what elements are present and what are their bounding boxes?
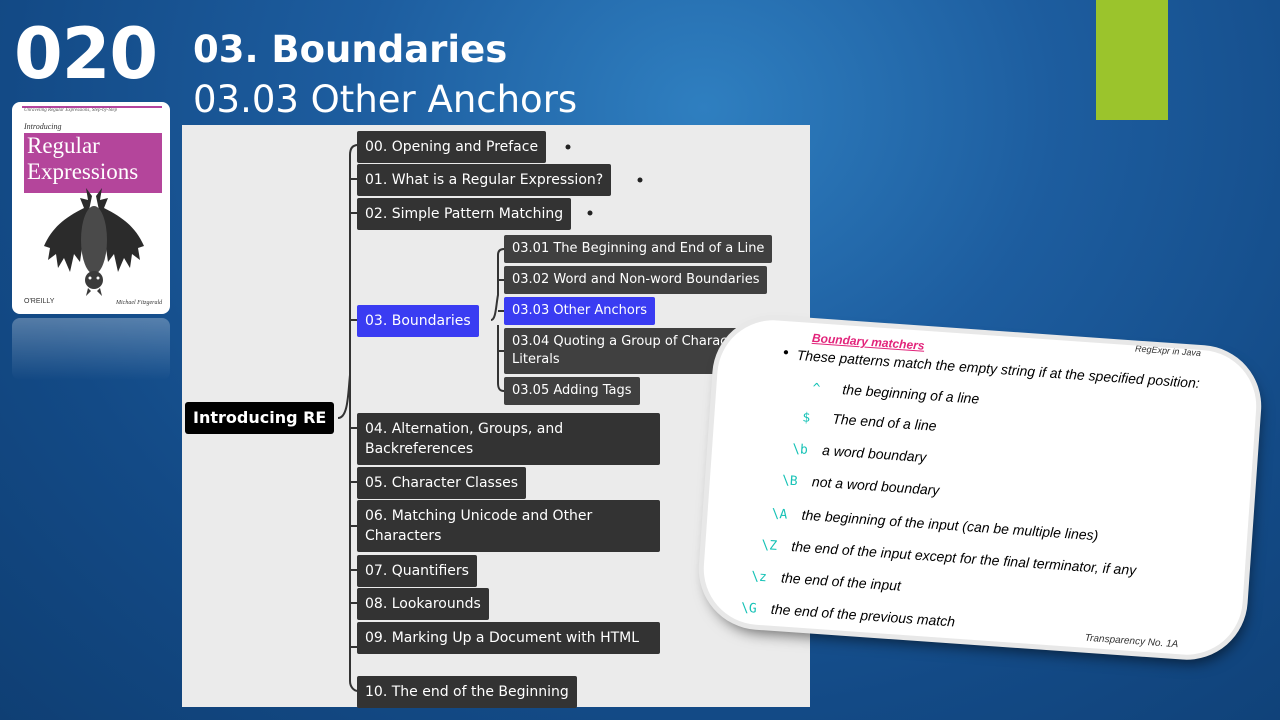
mindmap-root-node[interactable]: Introducing RE <box>185 402 335 434</box>
matcher-row: \b a word boundary <box>792 440 927 466</box>
chapter-00-node[interactable]: 00. Opening and Preface <box>357 131 547 163</box>
matcher-symbol: ^ <box>811 381 821 397</box>
chapter-08-node[interactable]: 08. Lookarounds <box>357 588 489 620</box>
matcher-desc: not a word boundary <box>811 473 940 499</box>
green-accent-bar <box>1096 0 1168 120</box>
chapter-05-node[interactable]: 05. Character Classes <box>357 467 527 499</box>
mind-map: Introducing RE 00. Opening and Preface 0… <box>182 125 810 708</box>
matcher-symbol: \b <box>791 441 809 458</box>
matcher-desc: the beginning of a line <box>841 381 980 407</box>
slide-subtitle: 03.03 Other Anchors <box>193 78 578 121</box>
slide-title: 03. Boundaries <box>193 28 508 71</box>
card-footer: Transparency No. 1A <box>1084 632 1179 651</box>
matcher-row: \z the end of the input <box>751 567 902 594</box>
cover-rule <box>22 106 162 108</box>
chapter-02-node[interactable]: 02. Simple Pattern Matching <box>357 198 572 230</box>
matcher-symbol: \A <box>771 506 788 523</box>
matcher-desc: a word boundary <box>821 441 927 466</box>
matcher-symbol: \G <box>740 600 758 617</box>
book-introducing: Introducing <box>24 122 62 131</box>
matcher-desc: the beginning of the input (can be multi… <box>801 506 1099 544</box>
chapter-03-node[interactable]: 03. Boundaries <box>357 305 479 337</box>
book-tagline: Unraveling Regular Expressions, Step-by-… <box>24 108 118 113</box>
chapter-07-node[interactable]: 07. Quantifiers <box>357 555 477 587</box>
book-title-line2: Expressions <box>27 159 139 184</box>
book-author: Michael Fitzgerald <box>116 300 163 306</box>
chapter-01-node[interactable]: 01. What is a Regular Expression? <box>357 164 612 196</box>
matcher-symbol: \z <box>750 569 768 586</box>
book-title-block: Regular Expressions <box>24 133 162 193</box>
card-header-ref: RegExpr in Java <box>1134 343 1202 359</box>
matcher-row: $ The end of a line <box>802 408 937 434</box>
section-0305-node[interactable]: 03.05 Adding Tags <box>504 377 640 405</box>
book-cover: Unraveling Regular Expressions, Step-by-… <box>12 102 170 314</box>
chapter-09-node[interactable]: 09. Marking Up a Document with HTML <box>357 622 660 654</box>
matcher-desc: the end of the input <box>780 569 902 594</box>
matcher-row: \A the beginning of the input (can be mul… <box>771 505 1099 545</box>
matcher-row: \G the end of the previous match <box>740 599 955 631</box>
section-0301-node[interactable]: 03.01 The Beginning and End of a Line <box>504 235 773 263</box>
matcher-desc: the end of the input except for the fina… <box>790 538 1137 579</box>
matcher-row: ^ the beginning of a line <box>812 379 980 408</box>
chapter-04-node[interactable]: 04. Alternation, Groups, and Backreferen… <box>357 413 660 465</box>
mind-map-connectors <box>337 144 643 692</box>
chapter-10-node[interactable]: 10. The end of the Beginning <box>357 676 577 708</box>
section-0302-node[interactable]: 03.02 Word and Non-word Boundaries <box>504 266 768 294</box>
section-0303-node[interactable]: 03.03 Other Anchors <box>504 297 655 325</box>
slide-number: 020 <box>14 13 158 95</box>
matcher-symbol: \Z <box>760 537 778 554</box>
matcher-symbol: \B <box>781 473 799 490</box>
bat-illustration <box>44 188 144 296</box>
matcher-desc: The end of a line <box>831 410 938 434</box>
matcher-symbol: $ <box>801 410 811 426</box>
book-reflection <box>12 318 170 380</box>
publisher-logo: O'REILLY <box>24 298 55 305</box>
chapter-06-node[interactable]: 06. Matching Unicode and Other Character… <box>357 500 660 552</box>
boundary-matchers-card: RegExpr in Java Boundary matchers These … <box>700 316 1260 659</box>
book-title-line1: Regular <box>27 133 100 158</box>
matcher-desc: the end of the previous match <box>770 600 956 630</box>
matcher-row: \B not a word boundary <box>781 471 939 499</box>
